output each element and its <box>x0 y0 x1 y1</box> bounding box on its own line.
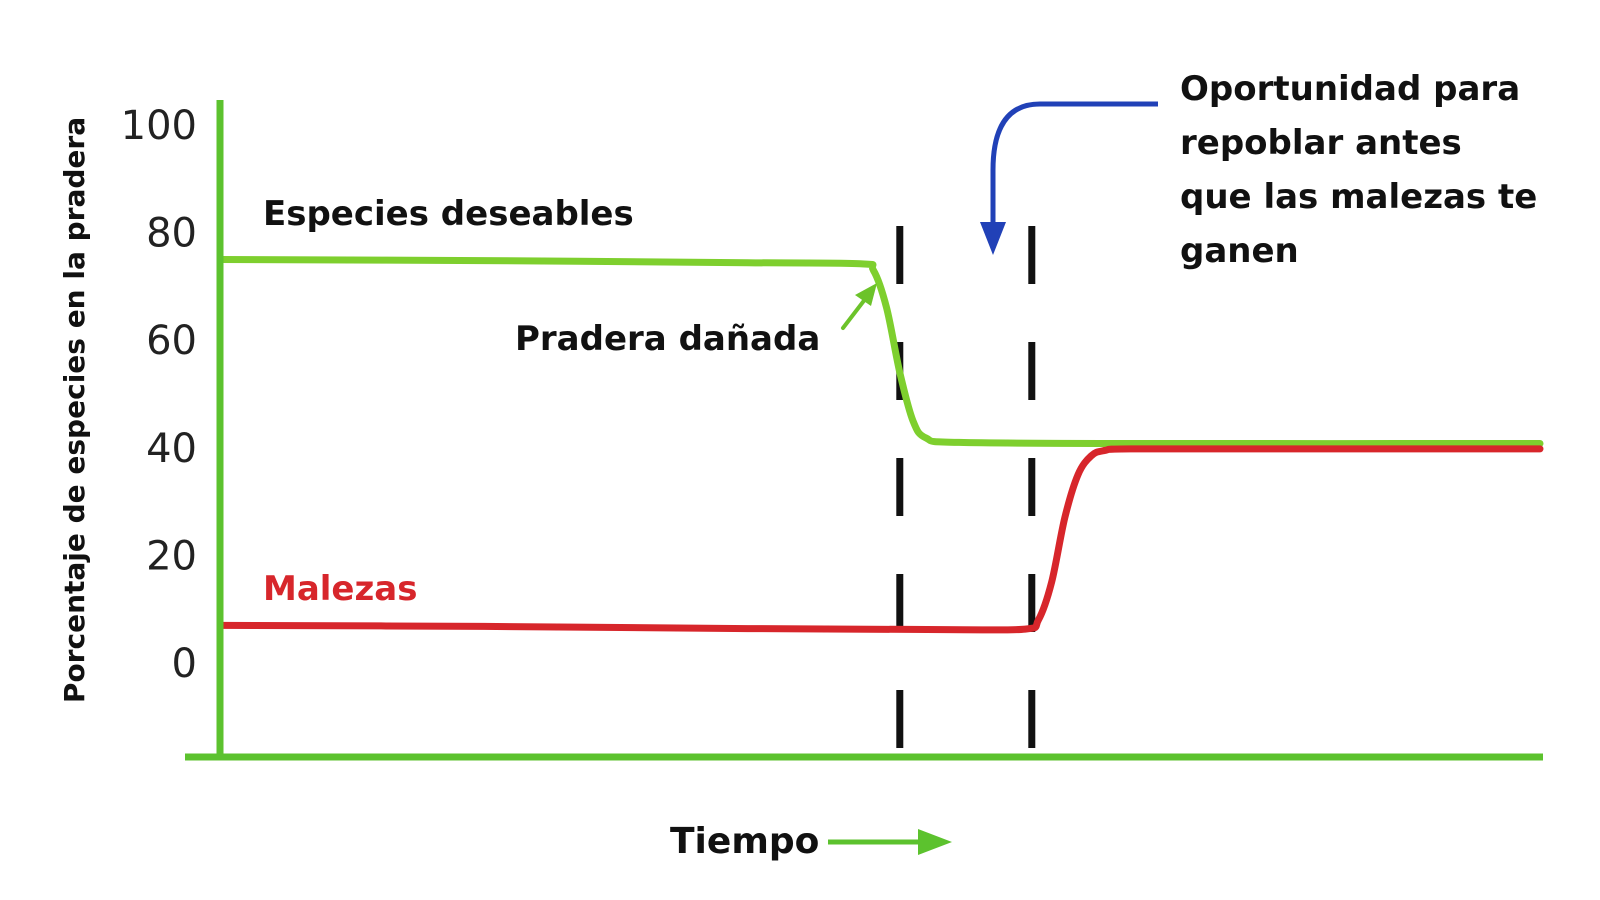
y-tick-label-40: 40 <box>146 426 197 472</box>
y-tick-label-100: 100 <box>121 103 197 149</box>
y-tick-label-20: 20 <box>146 533 197 579</box>
series-label-desirable: Especies deseables <box>263 194 634 234</box>
opportunity-line-3: que las malezas te <box>1180 177 1537 217</box>
opportunity-line-1: Oportunidad para <box>1180 69 1520 109</box>
y-tick-label-80: 80 <box>146 211 197 257</box>
y-tick-label-60: 60 <box>146 318 197 364</box>
series-group <box>216 256 1544 634</box>
damage-arrow <box>841 283 877 330</box>
y-tick-label-0: 0 <box>172 641 197 687</box>
dividers-group <box>896 226 1036 753</box>
axes-group <box>185 100 1543 761</box>
x-axis-label: Tiempo <box>670 821 819 862</box>
opportunity-line-4: ganen <box>1180 231 1299 271</box>
opportunity-line-2: repoblar antes <box>1180 123 1462 163</box>
series-label-weeds: Malezas <box>263 569 417 609</box>
opportunity-arrow <box>980 101 1158 255</box>
series-line-weeds <box>216 445 1544 634</box>
opportunity-annotation: Oportunidad para repoblar antes que las … <box>1180 69 1537 271</box>
series-line-desirable <box>216 256 1544 448</box>
time-arrow <box>828 829 952 855</box>
y-ticks-group: 0 20 40 60 80 100 <box>121 103 197 687</box>
y-axis-label: Porcentaje de especies en la pradera <box>58 117 91 703</box>
damage-annotation: Pradera dañada <box>515 319 820 359</box>
